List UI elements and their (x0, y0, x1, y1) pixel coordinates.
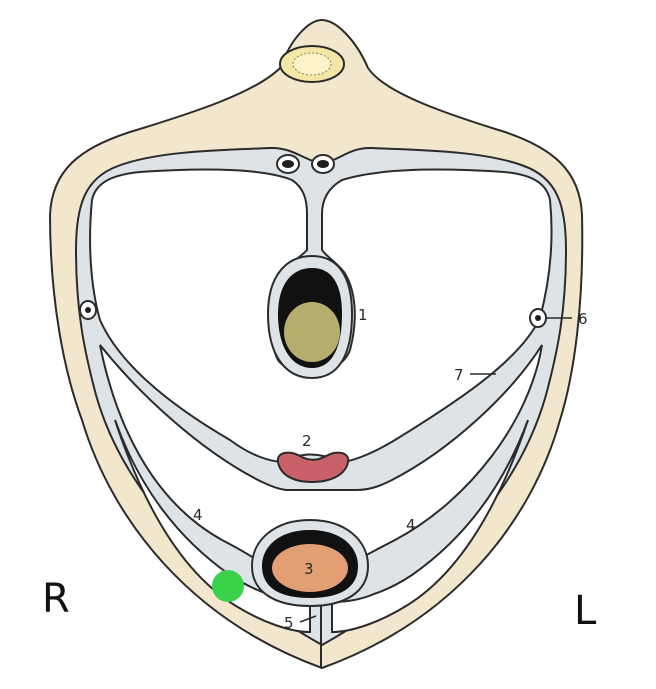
posterior-compartment (89, 168, 553, 464)
label-4-left-side: 4 (406, 516, 416, 534)
side-marker-left: L (574, 588, 597, 634)
left-lower-space (331, 419, 529, 634)
leader-5 (299, 615, 317, 623)
label-5: 5 (284, 614, 294, 632)
label-4-right-side: 4 (193, 506, 203, 524)
side-marker-right: R (42, 576, 70, 622)
organ-3-core (272, 544, 348, 592)
label-6: 6 (578, 310, 588, 328)
label-2: 2 (302, 432, 312, 450)
left-anterior-compartment (99, 344, 543, 568)
vertebra-core (292, 52, 332, 76)
lateral-vessel-left-lumen (535, 315, 541, 321)
vessel-right-lumen (317, 160, 329, 168)
label-1: 1 (358, 306, 368, 324)
highlight-marker (212, 570, 244, 602)
vessel-left-lumen (282, 160, 294, 168)
organ-1-core (284, 302, 340, 362)
lateral-vessel-right-lumen (85, 307, 91, 313)
label-3: 3 (304, 560, 314, 578)
label-7: 7 (454, 366, 464, 384)
organ-2 (276, 451, 350, 484)
